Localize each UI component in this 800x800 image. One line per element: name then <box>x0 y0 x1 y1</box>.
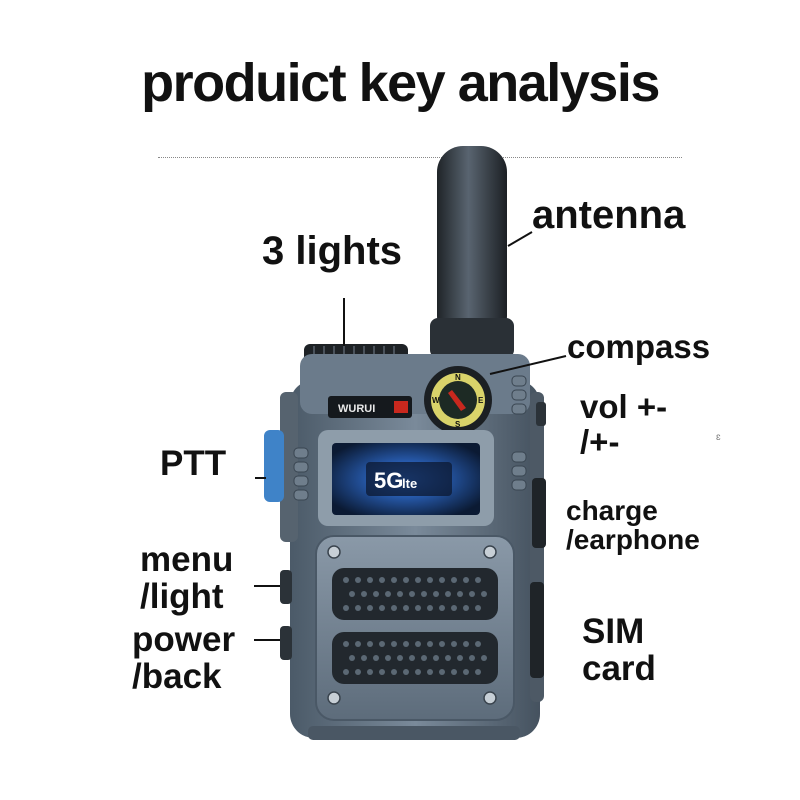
label-vol-line2: /+- <box>580 422 620 460</box>
label-charge-earphone: charge /earphone <box>566 496 700 555</box>
label-compass: compass <box>567 328 711 365</box>
side-panel-left <box>280 392 298 542</box>
label-menu-light: menu /light <box>140 540 234 616</box>
stray-glyph: ɛ <box>716 432 721 443</box>
grill-holes <box>343 577 487 675</box>
label-vol-line1: vol +- <box>580 388 668 425</box>
compass-needle <box>448 390 466 411</box>
label-power-back: power /back <box>132 620 236 696</box>
brand-plate <box>328 396 412 418</box>
label-sim-card: SIM card <box>582 612 656 688</box>
sim-card-cover <box>530 582 544 678</box>
label-power-line2: /back <box>132 656 222 696</box>
screen-lte: lte <box>402 476 417 491</box>
compass-e: E <box>478 396 484 405</box>
screen-5g: 5G <box>374 468 403 493</box>
label-menu-line1: menu <box>140 540 234 579</box>
label-ptt: PTT <box>160 444 227 483</box>
antenna <box>437 146 507 342</box>
ptt-button <box>264 430 284 502</box>
label-power-line1: power <box>132 620 236 659</box>
label-vol: vol +- /+- <box>580 388 668 460</box>
power-back-button <box>280 626 292 660</box>
brand-red-mark <box>394 401 408 413</box>
menu-light-button <box>280 570 292 604</box>
label-menu-line2: /light <box>140 576 224 616</box>
left-grips <box>293 447 309 501</box>
panel-screws <box>327 545 497 705</box>
compass-w: W <box>432 396 440 405</box>
label-sim-line1: SIM <box>582 612 645 651</box>
label-sim-line2: card <box>582 648 656 688</box>
page-title: produict key analysis <box>141 53 660 113</box>
title-divider <box>158 157 682 158</box>
brand-logo: WURUI <box>338 403 375 415</box>
compass-n: N <box>455 373 461 382</box>
label-antenna: antenna <box>532 193 686 237</box>
charge-port-cover <box>532 478 546 548</box>
antenna-base <box>430 318 514 358</box>
compass-s: S <box>455 420 461 429</box>
label-charge-line1: charge <box>566 495 658 526</box>
right-grips <box>511 375 527 491</box>
leader-lines <box>254 231 567 641</box>
label-3-lights: 3 lights <box>262 229 403 273</box>
vol-button <box>536 402 546 426</box>
speaker-panel <box>315 535 515 721</box>
label-charge-line2: /earphone <box>566 524 700 556</box>
device-foot <box>308 726 520 740</box>
